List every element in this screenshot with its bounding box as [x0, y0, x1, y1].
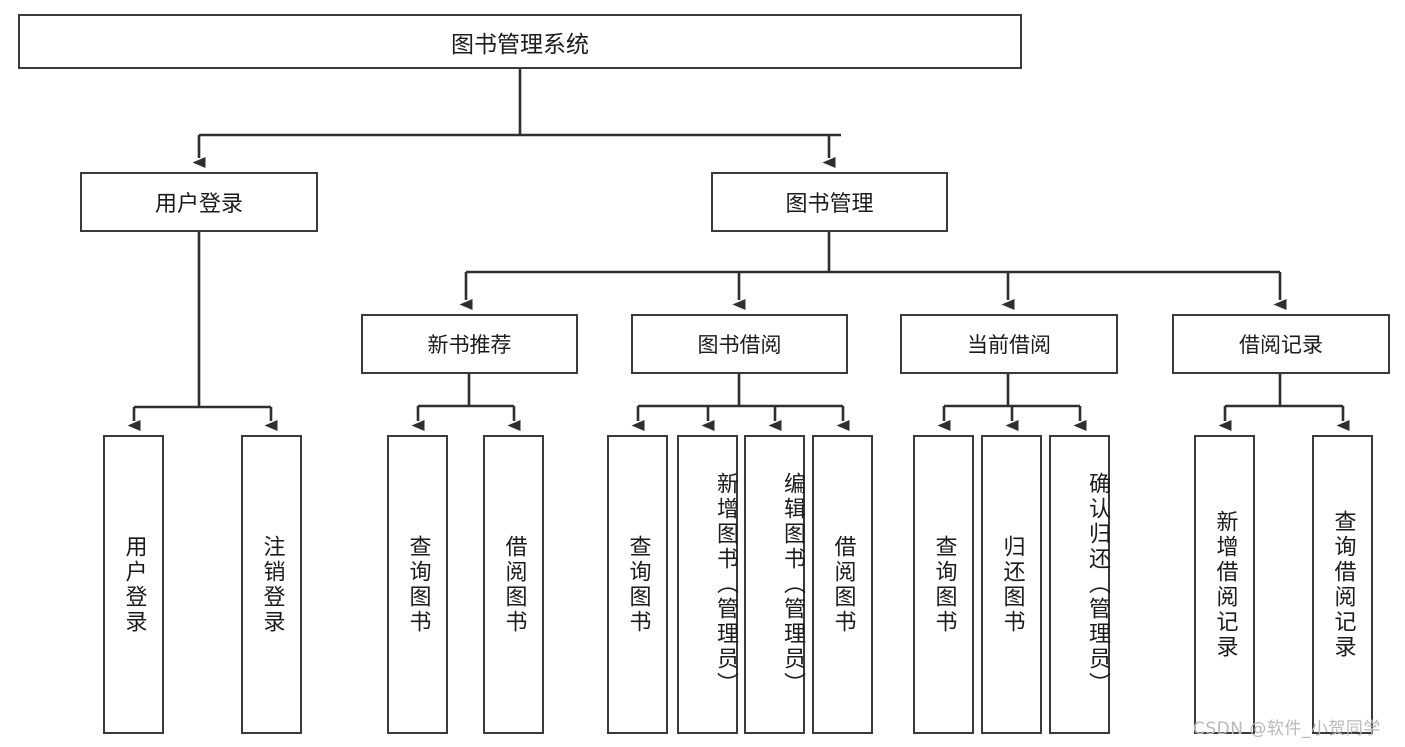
leaf-query-book-current[interactable]: 查询图书: [913, 435, 974, 734]
node-new-book-recommend[interactable]: 新书推荐: [361, 314, 578, 374]
leaf-confirm-return-admin[interactable]: 确认归还（管理员）: [1049, 435, 1110, 734]
node-label: 借阅图书: [501, 534, 527, 635]
node-user-login[interactable]: 用户登录: [80, 172, 318, 232]
node-book-management[interactable]: 图书管理: [711, 172, 948, 232]
node-label: 查询图书: [625, 534, 651, 635]
node-label: 借阅图书: [830, 534, 856, 635]
node-label: 新增图书（管理员）: [713, 472, 738, 697]
node-label: 新书推荐: [427, 333, 512, 357]
node-label: 确认归还（管理员）: [1085, 472, 1110, 697]
node-label: 查询图书: [405, 534, 431, 635]
node-label: 归还图书: [999, 534, 1025, 635]
node-label: 图书借阅: [697, 333, 782, 357]
leaf-return-book[interactable]: 归还图书: [981, 435, 1042, 734]
node-label: 注销登录: [259, 534, 285, 635]
leaf-edit-book-admin[interactable]: 编辑图书（管理员）: [744, 435, 805, 734]
leaf-user-login[interactable]: 用户登录: [103, 435, 164, 734]
node-label: 查询图书: [931, 534, 957, 635]
leaf-user-logout[interactable]: 注销登录: [241, 435, 302, 734]
node-borrow-record[interactable]: 借阅记录: [1172, 314, 1390, 374]
node-book-borrow[interactable]: 图书借阅: [631, 314, 848, 374]
node-label: 新增借阅记录: [1212, 509, 1238, 660]
node-label: 借阅记录: [1239, 333, 1323, 357]
leaf-query-borrow-record[interactable]: 查询借阅记录: [1312, 435, 1373, 734]
leaf-add-book-admin[interactable]: 新增图书（管理员）: [677, 435, 738, 734]
node-root-system[interactable]: 图书管理系统: [18, 14, 1022, 69]
node-label: 图书管理: [785, 192, 874, 217]
node-label: 用户登录: [121, 534, 147, 635]
node-label: 查询借阅记录: [1330, 509, 1356, 660]
leaf-borrow-book[interactable]: 借阅图书: [812, 435, 873, 734]
node-label: 当前借阅: [967, 333, 1051, 357]
node-label: 编辑图书（管理员）: [780, 472, 805, 697]
leaf-add-borrow-record[interactable]: 新增借阅记录: [1194, 435, 1255, 734]
leaf-query-book-recommend[interactable]: 查询图书: [387, 435, 448, 734]
node-label: 图书管理系统: [451, 31, 589, 58]
node-current-borrow[interactable]: 当前借阅: [900, 314, 1118, 374]
watermark: CSDN @软件_小贺同学: [1193, 719, 1381, 739]
node-label: 用户登录: [154, 192, 243, 217]
leaf-borrow-book-recommend[interactable]: 借阅图书: [483, 435, 544, 734]
leaf-query-book-borrow[interactable]: 查询图书: [607, 435, 668, 734]
